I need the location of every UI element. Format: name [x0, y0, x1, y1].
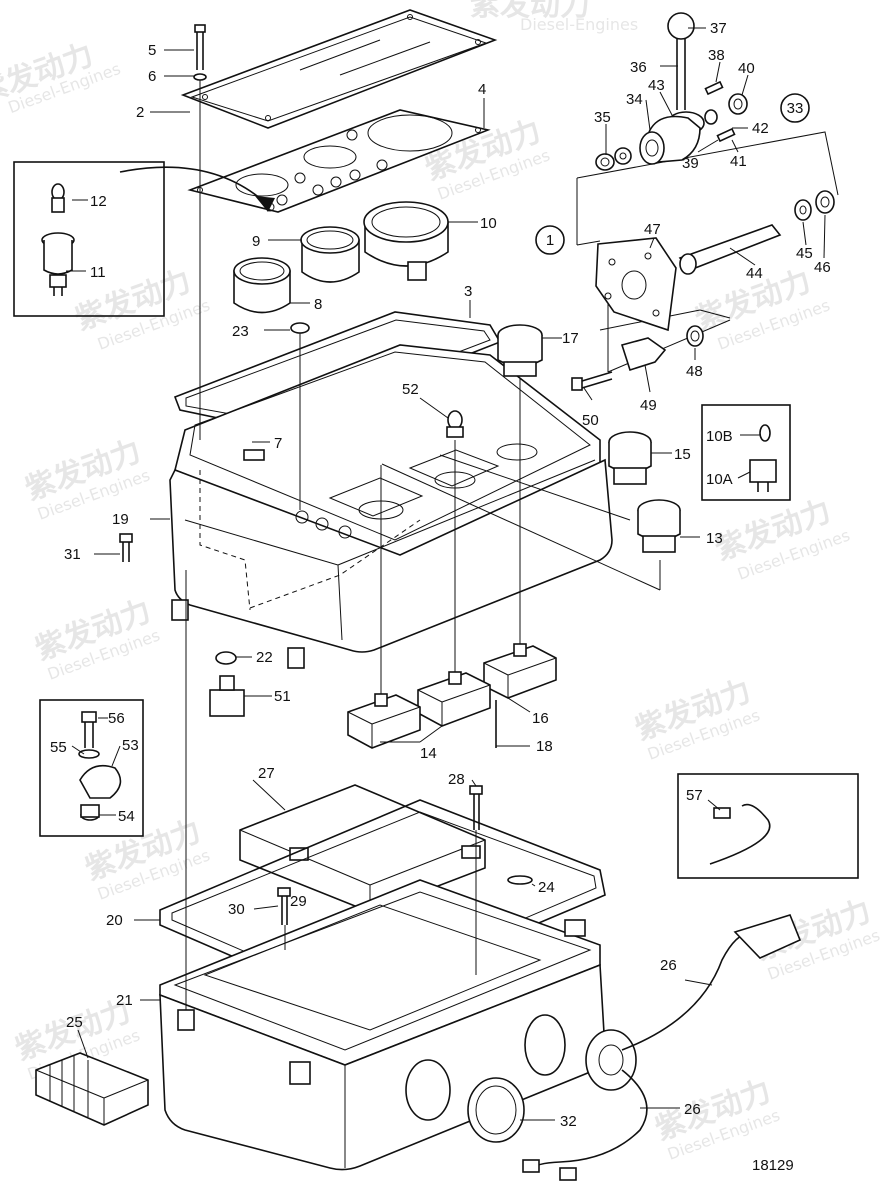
- callout-13: 13: [706, 530, 723, 547]
- cable-harness: [522, 914, 802, 1181]
- callout-14: 14: [420, 745, 437, 762]
- screw-5: [193, 24, 207, 81]
- callout-19: 19: [112, 511, 129, 528]
- callout-22: 22: [256, 649, 273, 666]
- switch-15: [608, 431, 652, 485]
- nut-22: [215, 651, 237, 665]
- callout-18: 18: [536, 738, 553, 755]
- callout-46: 46: [814, 259, 831, 276]
- cover-glass: [180, 9, 498, 129]
- callout-40: 40: [738, 60, 755, 77]
- switch-13: [637, 499, 681, 553]
- callout-28: 28: [448, 771, 465, 788]
- switch-51-body: [209, 675, 245, 717]
- callout-26-top: 26: [660, 957, 677, 974]
- drawing-number: 18129: [752, 1157, 794, 1174]
- callout-33: 33: [787, 100, 804, 117]
- callout-30: 30: [228, 901, 245, 918]
- callout-27: 27: [258, 765, 275, 782]
- callout-49: 49: [640, 397, 657, 414]
- callout-20: 20: [106, 912, 123, 929]
- callout-16: 16: [532, 710, 549, 727]
- callout-54: 54: [118, 808, 135, 825]
- fuse-holder-25: [35, 1052, 149, 1126]
- inset-lamp-switch: [13, 161, 165, 317]
- callout-circle-33: [780, 93, 810, 123]
- switch-17: [497, 324, 543, 377]
- callout-56: 56: [108, 710, 125, 727]
- lever-assembly: [571, 12, 835, 391]
- watermark-en: Diesel-Engines: [520, 15, 638, 34]
- switch-16-body: [483, 643, 557, 699]
- callout-7: 7: [274, 435, 282, 452]
- callout-11: 11: [90, 264, 106, 281]
- callout-50: 50: [582, 412, 599, 429]
- callout-34: 34: [626, 91, 643, 108]
- callout-42: 42: [752, 120, 769, 137]
- gauge-10: [363, 201, 449, 281]
- watermark-cn: 紫发动力: [470, 0, 590, 23]
- gauge-8: [233, 257, 291, 314]
- callout-8: 8: [314, 296, 322, 313]
- callout-51: 51: [274, 688, 291, 705]
- inset-bulb-holder: [701, 404, 791, 501]
- callout-36: 36: [630, 59, 647, 76]
- callout-5: 5: [148, 42, 156, 59]
- callout-48: 48: [686, 363, 703, 380]
- callout-35: 35: [594, 109, 611, 126]
- callout-31: 31: [64, 546, 81, 563]
- callout-3: 3: [464, 283, 472, 300]
- callout-2: 2: [136, 104, 144, 121]
- leader-lines: [66, 27, 826, 1121]
- top-housing: [169, 344, 613, 669]
- callout-15: 15: [674, 446, 691, 463]
- callout-43: 43: [648, 77, 665, 94]
- callout-38: 38: [708, 47, 725, 64]
- gauge-9: [300, 226, 360, 283]
- micro-switches: [209, 643, 557, 749]
- callout-55: 55: [50, 739, 67, 756]
- plug-23: [290, 322, 310, 510]
- small-hardware: [119, 533, 533, 925]
- callout-1: 1: [546, 232, 554, 249]
- callout-29: 29: [290, 893, 307, 910]
- callout-10a: 10A: [706, 471, 733, 488]
- callout-47: 47: [644, 221, 661, 238]
- callout-53: 53: [122, 737, 139, 754]
- callout-32: 32: [560, 1113, 577, 1130]
- callout-26-bottom: 26: [684, 1101, 701, 1118]
- control-unit: [239, 784, 486, 913]
- callout-44: 44: [746, 265, 763, 282]
- callout-52: 52: [402, 381, 419, 398]
- switch-14a-body: [347, 693, 421, 749]
- callout-39: 39: [682, 155, 699, 172]
- callout-24: 24: [538, 879, 555, 896]
- callout-57: 57: [686, 787, 703, 804]
- inset-cable-tie: [677, 773, 859, 879]
- callout-37: 37: [710, 20, 727, 37]
- callout-labels: 5 6 2 4 12 11 10 9 8 3 23 17 52 7 15 13 …: [50, 20, 831, 1174]
- callout-41: 41: [730, 153, 747, 170]
- callout-45: 45: [796, 245, 813, 262]
- cover-32: [467, 1077, 525, 1143]
- callout-25: 25: [66, 1014, 83, 1031]
- callout-6: 6: [148, 68, 156, 85]
- callout-21: 21: [116, 992, 133, 1009]
- callout-circle-1: [535, 225, 565, 255]
- gasket-20: [159, 799, 606, 1006]
- callout-9: 9: [252, 233, 260, 250]
- callout-10: 10: [480, 215, 497, 232]
- bulb-52: [446, 410, 464, 438]
- switch-14b-body: [417, 671, 491, 727]
- inset-clamp: [39, 699, 144, 837]
- callout-4: 4: [478, 81, 486, 98]
- callout-23: 23: [232, 323, 249, 340]
- bottom-box: [159, 879, 606, 1171]
- callout-10b: 10B: [706, 428, 733, 445]
- callout-17: 17: [562, 330, 579, 347]
- callout-12: 12: [90, 193, 107, 210]
